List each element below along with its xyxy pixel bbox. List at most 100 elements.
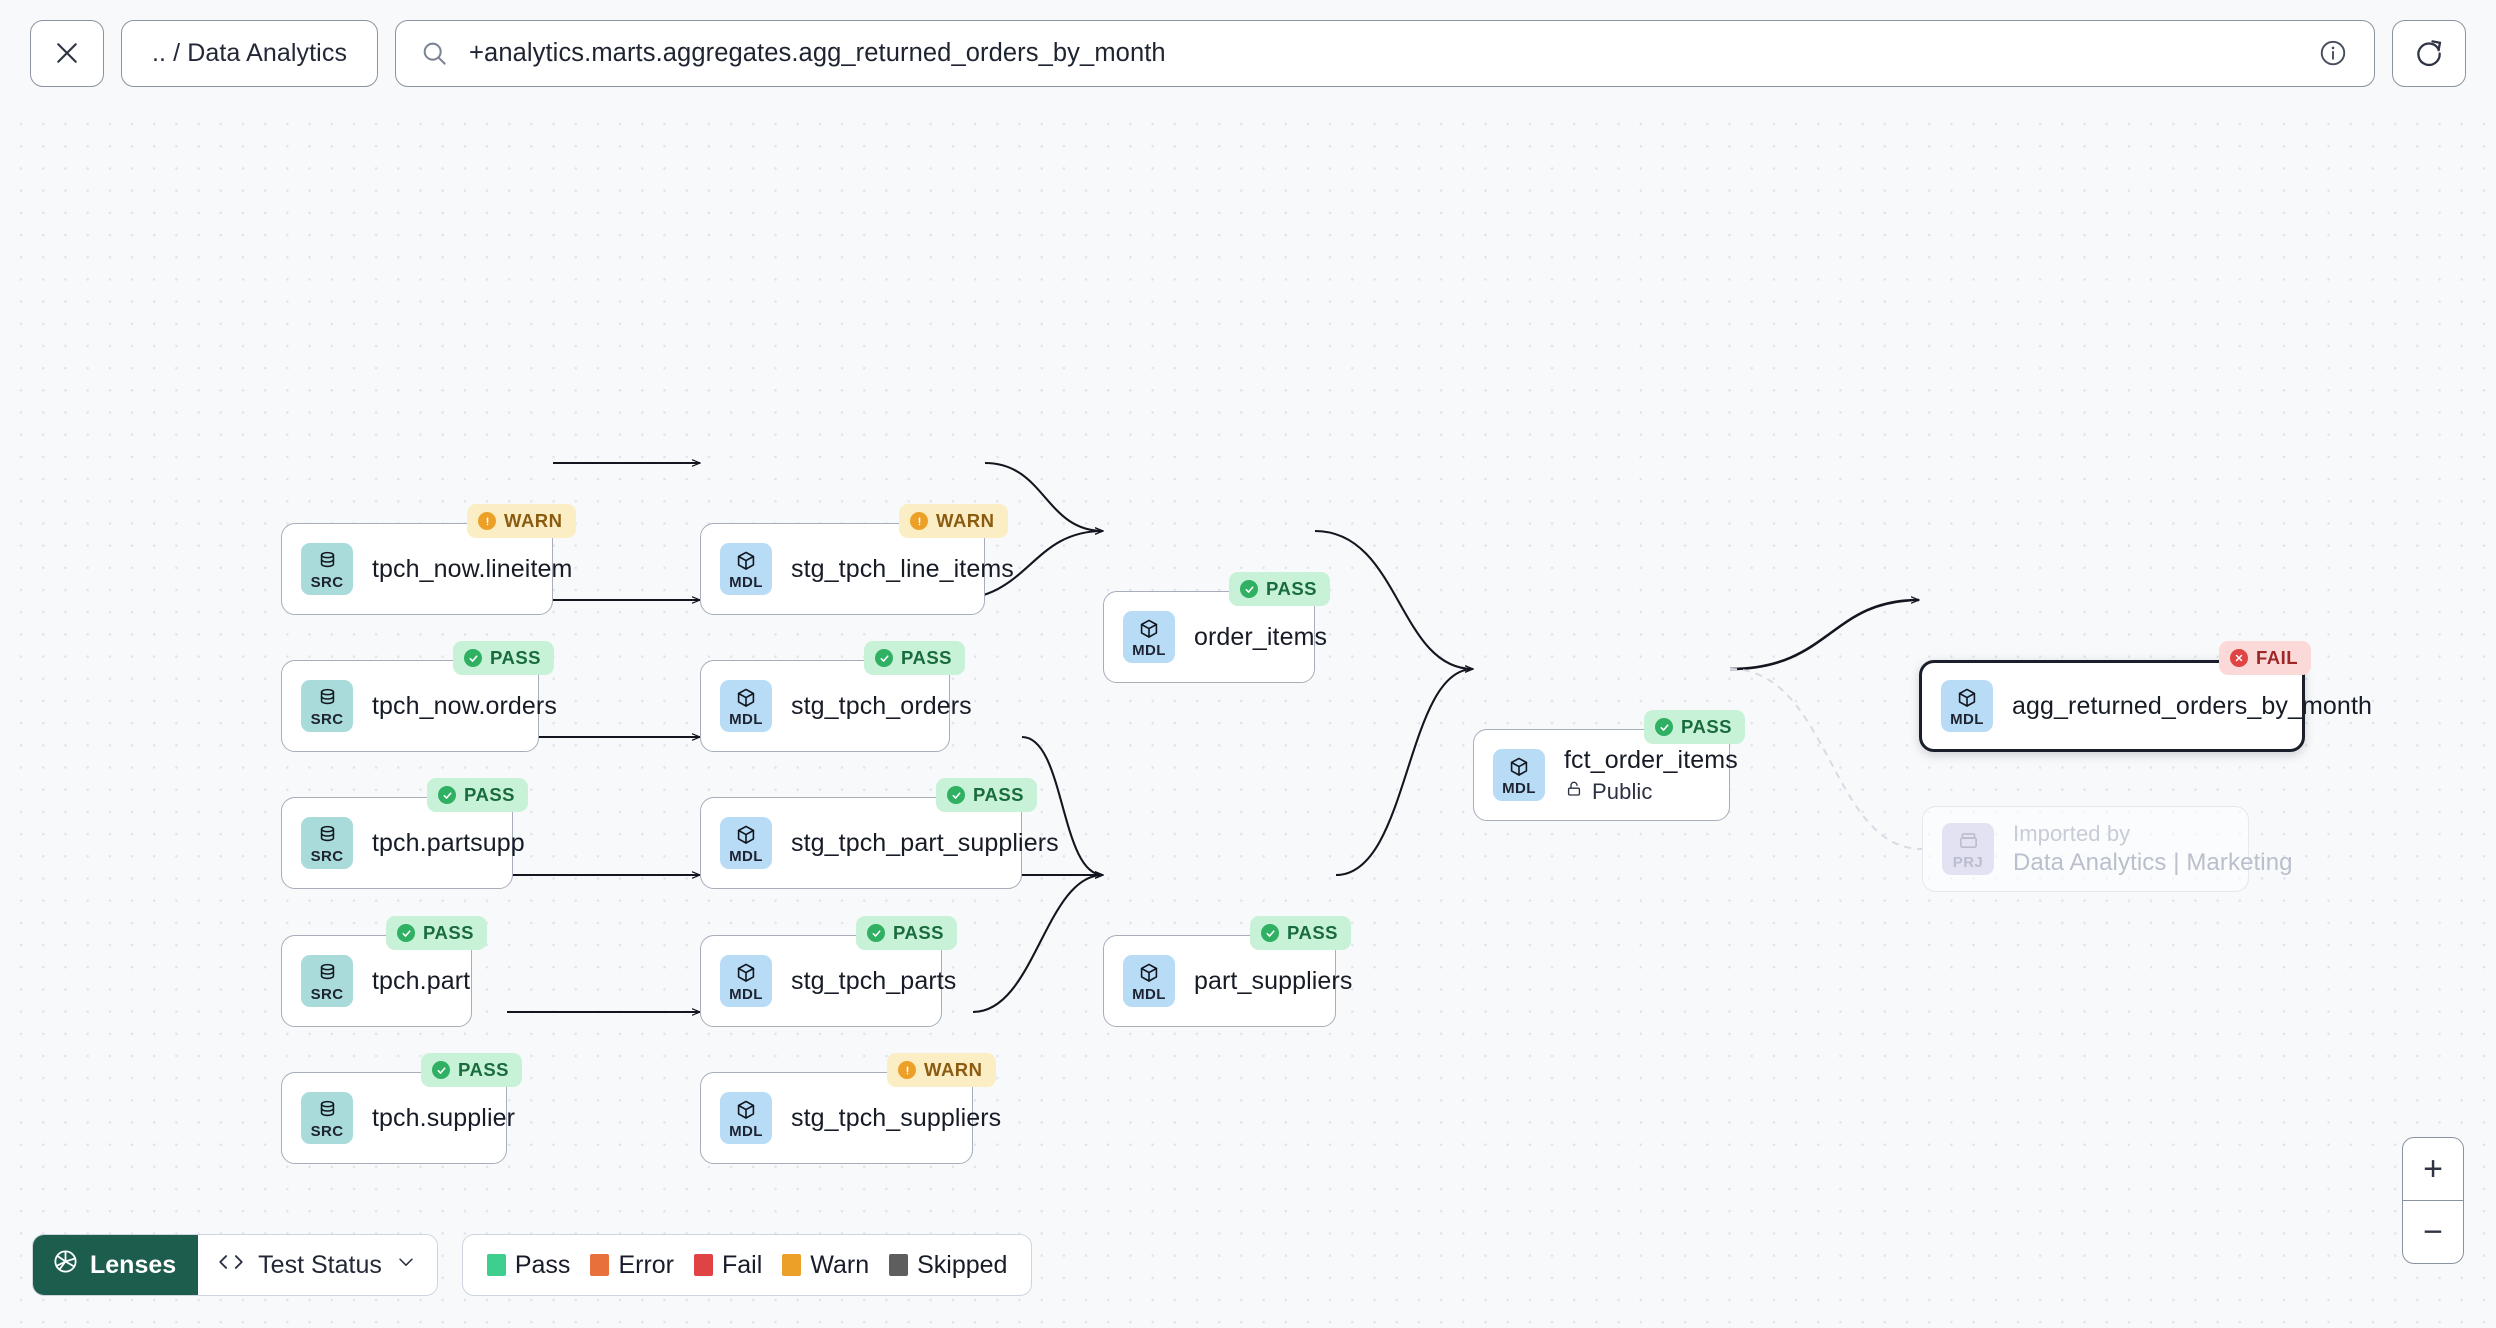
node-kind-tag: MDL (729, 573, 763, 591)
status-dot-icon (898, 1061, 916, 1079)
status-badge-fct_order_items: PASS (1644, 710, 1746, 744)
status-badge-label: PASS (490, 647, 542, 668)
mdl-icon: MDL (720, 955, 772, 1007)
refresh-button[interactable] (2392, 19, 2466, 87)
legend-swatch (694, 1254, 713, 1276)
legend-label: Warn (810, 1250, 870, 1279)
legend-label: Error (618, 1250, 674, 1279)
node-imported-by-project[interactable]: PRJ Imported by Data Analytics | Marketi… (1922, 806, 2293, 892)
node-label: stg_tpch_part_suppliers (791, 829, 1083, 858)
search-icon (420, 39, 449, 68)
legend-label: Fail (722, 1250, 763, 1279)
refresh-icon (2413, 37, 2445, 69)
status-badge-stg_tpch_orders: PASS (864, 641, 966, 675)
status-badge-label: PASS (1681, 716, 1733, 737)
status-badge-label: PASS (893, 922, 945, 943)
unlock-icon (1564, 779, 1584, 805)
status-badge-label: FAIL (2256, 647, 2299, 668)
cube-icon (1137, 617, 1161, 641)
info-icon[interactable] (2318, 38, 2348, 68)
status-badge-stg_tpch_parts: PASS (856, 916, 958, 950)
node-kind-tag: MDL (729, 710, 763, 728)
zoom-out-button[interactable]: − (2423, 1212, 2443, 1251)
status-dot-icon (432, 1061, 450, 1079)
node-label: stg_tpch_suppliers (791, 1104, 1025, 1133)
search-bar[interactable]: +analytics.marts.aggregates.agg_returned… (395, 19, 2375, 87)
node-label: stg_tpch_line_items (791, 555, 1038, 584)
status-dot-icon (1655, 718, 1673, 736)
status-dot-icon (947, 786, 965, 804)
status-badge-part_suppliers: PASS (1250, 916, 1352, 950)
close-button[interactable] (30, 19, 104, 87)
node-visibility: Public (1564, 779, 1738, 805)
zoom-in-button[interactable]: + (2423, 1149, 2443, 1188)
test-status-dropdown[interactable]: Test Status (198, 1235, 437, 1295)
node-kind-tag: SRC (310, 710, 344, 728)
aperture-icon (52, 1248, 79, 1282)
node-stg_tpch_parts[interactable]: MDL stg_tpch_parts (700, 935, 956, 1027)
status-dot-icon (464, 649, 482, 667)
status-dot-icon (910, 512, 928, 530)
status-badge-tpch_partsupp: PASS (427, 778, 529, 812)
node-label: part_suppliers (1194, 967, 1376, 996)
bottom-toolbar: Lenses Test Status (32, 1234, 1033, 1296)
cube-icon (1137, 961, 1161, 985)
database-icon (316, 549, 339, 573)
node-title: order_items (1194, 622, 1328, 651)
cube-icon (734, 961, 758, 985)
node-title: stg_tpch_line_items (791, 554, 1014, 583)
node-title: tpch.part (372, 966, 471, 995)
legend-swatch (486, 1254, 506, 1276)
legend-swatch (590, 1254, 610, 1276)
status-badge-label: WARN (936, 510, 995, 531)
status-badge-agg_returned_orders_by_month: FAIL (2219, 641, 2312, 675)
cube-icon (734, 686, 758, 710)
legend-item-skipped[interactable]: Skipped (889, 1251, 1007, 1280)
status-badge-label: PASS (1266, 578, 1318, 599)
node-title: tpch_now.lineitem (372, 554, 573, 583)
legend-item-warn[interactable]: Warn (782, 1251, 869, 1280)
node-kind-tag: MDL (729, 847, 763, 865)
status-badge-stg_tpch_line_items: WARN (899, 504, 1008, 538)
lenses-button[interactable]: Lenses (33, 1235, 199, 1295)
search-input[interactable]: +analytics.marts.aggregates.agg_returned… (469, 38, 1166, 67)
legend-swatch (782, 1254, 802, 1276)
legend-item-pass[interactable]: Pass (486, 1250, 571, 1280)
legend-item-error[interactable]: Error (590, 1251, 674, 1280)
node-title: stg_tpch_parts (791, 966, 957, 995)
legend-label: Skipped (917, 1250, 1008, 1279)
status-badge-tpch_now_lineitem: WARN (467, 504, 576, 538)
breadcrumb[interactable]: .. / Data Analytics (121, 19, 379, 87)
src-icon: SRC (301, 680, 353, 732)
legend-item-fail[interactable]: Fail (694, 1251, 762, 1280)
node-title: fct_order_items (1564, 745, 1738, 774)
status-badge-order_items: PASS (1229, 572, 1331, 606)
cube-icon (1507, 755, 1531, 779)
node-label: agg_returned_orders_by_month (2012, 692, 2396, 721)
mdl-icon: MDL (1493, 749, 1545, 801)
node-kind-tag: MDL (729, 1122, 763, 1140)
node-stg_tpch_line_items[interactable]: MDL stg_tpch_line_items (700, 523, 1014, 615)
status-badge-label: PASS (901, 647, 953, 668)
status-badge-stg_tpch_part_suppliers: PASS (936, 778, 1038, 812)
node-kind-tag: SRC (310, 847, 344, 865)
status-dot-icon (438, 786, 456, 804)
legend-label: Pass (514, 1250, 571, 1279)
mdl-icon: MDL (720, 1092, 772, 1144)
lens-group: Lenses Test Status (32, 1234, 438, 1296)
mdl-icon: MDL (1123, 955, 1175, 1007)
